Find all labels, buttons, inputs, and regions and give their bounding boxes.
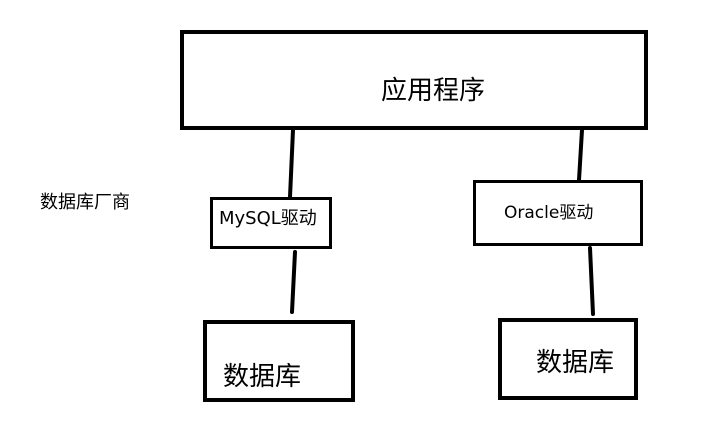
mysql-driver-label: MySQL驱动 (219, 208, 317, 229)
connector-app-to-mysql (288, 128, 295, 199)
connector-oracle-to-db (588, 246, 595, 316)
application-label: 应用程序 (381, 76, 486, 106)
database-box-left: 数据库 (203, 320, 355, 402)
mysql-driver-box: MySQL驱动 (210, 197, 332, 249)
database-box-right: 数据库 (498, 318, 638, 400)
connector-app-to-oracle (577, 128, 584, 182)
database-label-right: 数据库 (536, 348, 615, 378)
connector-mysql-to-db (290, 250, 297, 314)
vendor-label: 数据库厂商 (40, 192, 130, 213)
oracle-driver-label: Oracle驱动 (504, 203, 594, 223)
oracle-driver-box: Oracle驱动 (473, 180, 643, 246)
application-box: 应用程序 (180, 30, 648, 130)
database-label-left: 数据库 (223, 362, 302, 392)
